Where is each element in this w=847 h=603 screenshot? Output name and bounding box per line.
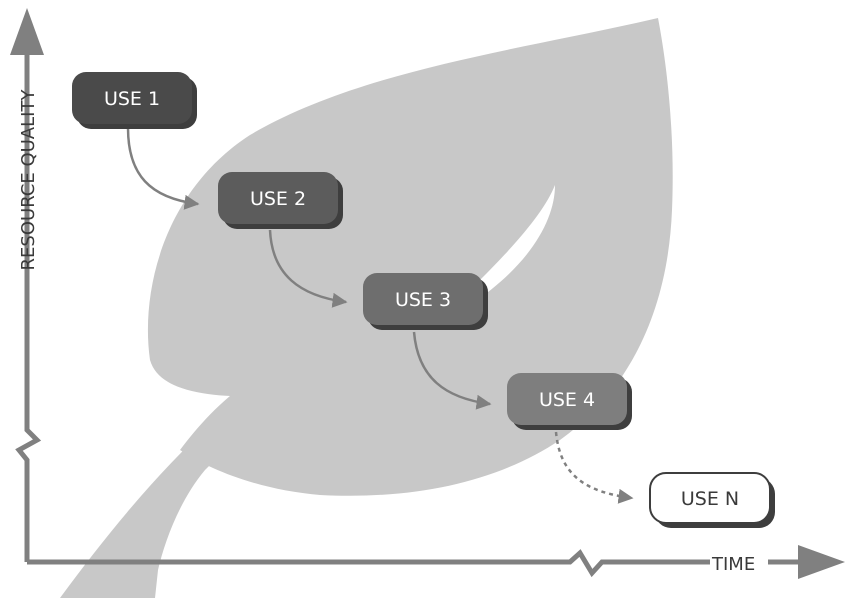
x-axis-label: TIME — [711, 554, 755, 575]
node-use-2: USE 2 — [218, 172, 343, 229]
arrow-use1-to-use2 — [126, 127, 200, 210]
node-box — [72, 72, 192, 124]
node-box — [507, 373, 627, 425]
node-box — [218, 172, 338, 224]
y-axis: RESOURCE QUALITY — [10, 8, 44, 562]
leaf-stem — [60, 380, 300, 598]
node-use-3: USE 3 — [363, 273, 488, 330]
node-label: USE 4 — [539, 389, 595, 411]
x-axis-arrowhead — [798, 545, 845, 579]
node-box — [649, 472, 771, 524]
x-axis: TIME — [27, 545, 845, 579]
x-axis-line — [27, 549, 710, 578]
node-use-n: USE N — [649, 472, 775, 528]
node-label: USE 3 — [395, 289, 451, 311]
arrow-use3-to-use4 — [412, 331, 492, 410]
node-label: USE 2 — [250, 188, 306, 210]
y-axis-label: RESOURCE QUALITY — [18, 89, 39, 271]
node-use-1: USE 1 — [72, 72, 197, 129]
arrow-use4-to-usen — [554, 431, 634, 504]
node-label: USE 1 — [104, 88, 160, 110]
node-box — [363, 273, 483, 325]
arrow-use2-to-use3 — [268, 229, 348, 308]
node-use-4: USE 4 — [507, 373, 632, 430]
y-axis-arrowhead — [10, 8, 44, 55]
connectors — [126, 127, 634, 504]
y-axis-line — [15, 50, 42, 562]
node-label: USE N — [681, 488, 739, 510]
